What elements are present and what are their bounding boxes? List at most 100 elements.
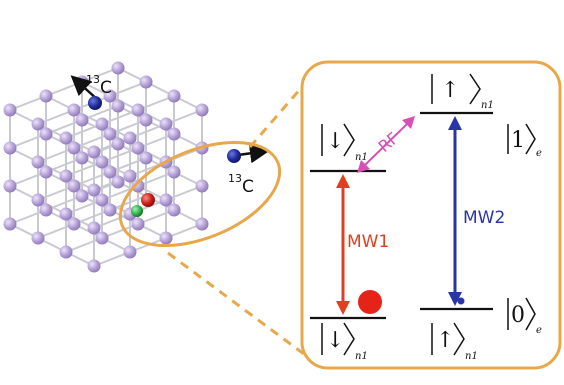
mw2-label: MW2 <box>463 208 505 228</box>
lattice-atom <box>39 165 53 179</box>
zoom-line-bottom <box>167 251 309 359</box>
lattice-atom <box>111 175 125 189</box>
lattice-atom <box>75 151 89 165</box>
lattice-atom <box>111 61 125 75</box>
ket-bottom-right: ↑ n1 <box>431 322 478 362</box>
carbon13-top: 13 C <box>70 73 112 110</box>
ket-top-left: ↓ n1 <box>321 123 368 163</box>
carbon13-right: 13 C <box>227 143 270 197</box>
ket-electron-one-sub: e <box>536 148 542 159</box>
lattice-atom <box>123 245 137 259</box>
lattice-atom <box>31 155 45 169</box>
lattice-atom <box>59 207 73 221</box>
lattice-atom <box>167 89 181 103</box>
rf-transition-arrow <box>357 116 415 173</box>
lattice-atom <box>103 203 117 217</box>
lattice-atom <box>75 189 89 203</box>
lattice-atom <box>31 117 45 131</box>
lattice-atom <box>59 245 73 259</box>
nitrogen-atom <box>141 193 155 207</box>
ket-bottom-right-spin: ↑ <box>436 328 454 353</box>
carbon13-top-mass: 13 <box>86 73 100 86</box>
lattice-atom <box>95 117 109 131</box>
lattice-atom <box>131 217 145 231</box>
lattice-atom <box>95 231 109 245</box>
lattice-atom <box>103 127 117 141</box>
lattice-atom <box>39 127 53 141</box>
lattice-atom <box>123 169 137 183</box>
ket-bottom-left: ↓ n1 <box>321 322 368 362</box>
diamond-lattice: 13 C 13 C <box>3 61 282 273</box>
lattice-atom <box>39 203 53 217</box>
lattice-atom <box>31 231 45 245</box>
ket-top-right-sub: n1 <box>481 100 494 111</box>
ket-electron-zero-sub: e <box>536 325 542 336</box>
lattice-atom <box>139 113 153 127</box>
zoom-ellipse <box>118 140 282 248</box>
mw2-transition-arrow <box>448 116 462 306</box>
ket-bottom-right-sub: n1 <box>465 351 478 362</box>
lattice-atom <box>103 89 117 103</box>
lattice-atom <box>75 113 89 127</box>
lattice-atom <box>111 99 125 113</box>
lattice-atom <box>111 137 125 151</box>
population-dot-small <box>457 297 465 305</box>
lattice-atom <box>139 75 153 89</box>
ket-electron-zero: 0 e <box>507 297 542 336</box>
lattice-atom <box>67 217 81 231</box>
lattice-atom <box>167 127 181 141</box>
lattice-atom <box>139 151 153 165</box>
lattice-atom <box>95 155 109 169</box>
lattice-atom <box>195 179 209 193</box>
carbon13-atom-right <box>227 149 241 163</box>
lattice-atom <box>87 183 101 197</box>
lattice-atom <box>159 231 173 245</box>
mw1-label: MW1 <box>347 232 389 252</box>
ket-top-left-spin: ↓ <box>326 129 344 154</box>
ket-top-right-spin: ↑ <box>441 78 459 103</box>
lattice-atom <box>87 259 101 273</box>
lattice-atom <box>195 217 209 231</box>
ket-electron-one: 1 e <box>507 123 542 159</box>
lattice-atom <box>67 103 81 117</box>
nv-center <box>131 193 155 217</box>
lattice-atom <box>167 165 181 179</box>
vacancy-site <box>131 205 143 217</box>
carbon13-atom-top <box>88 96 102 110</box>
lattice-atom <box>3 217 17 231</box>
lattice-atom <box>123 131 137 145</box>
lattice-atom <box>195 103 209 117</box>
lattice-atom <box>3 141 17 155</box>
lattice-atom <box>131 141 145 155</box>
lattice-atom <box>59 169 73 183</box>
lattice-atom <box>131 179 145 193</box>
lattice-atom <box>103 165 117 179</box>
lattice-atom <box>131 103 145 117</box>
energy-level-panel: MW1 MW2 RF ↑ n1 ↓ n1 <box>300 60 562 370</box>
lattice-atom <box>159 117 173 131</box>
carbon13-right-mass: 13 <box>228 172 242 185</box>
lattice-atom <box>39 89 53 103</box>
ket-bottom-left-spin: ↓ <box>326 328 344 353</box>
lattice-atom <box>87 221 101 235</box>
ket-electron-one-val: 1 <box>511 128 525 153</box>
lattice-atom <box>159 193 173 207</box>
ket-electron-zero-val: 0 <box>511 303 525 328</box>
lattice-atom <box>3 103 17 117</box>
lattice-atom <box>167 203 181 217</box>
ket-top-left-sub: n1 <box>355 152 368 163</box>
ket-bottom-left-sub: n1 <box>355 351 368 362</box>
lattice-atom <box>31 193 45 207</box>
zoom-connectors <box>167 79 310 359</box>
lattice-atom <box>67 179 81 193</box>
lattice-atom <box>3 179 17 193</box>
lattice-atom <box>59 131 73 145</box>
carbon13-right-symbol: C <box>242 177 254 197</box>
ket-top-right: ↑ n1 <box>431 73 494 111</box>
population-dot-large <box>358 290 382 314</box>
mw1-transition-arrow <box>336 174 350 315</box>
lattice-atom <box>87 145 101 159</box>
lattice-atom <box>67 141 81 155</box>
lattice-atom <box>95 193 109 207</box>
